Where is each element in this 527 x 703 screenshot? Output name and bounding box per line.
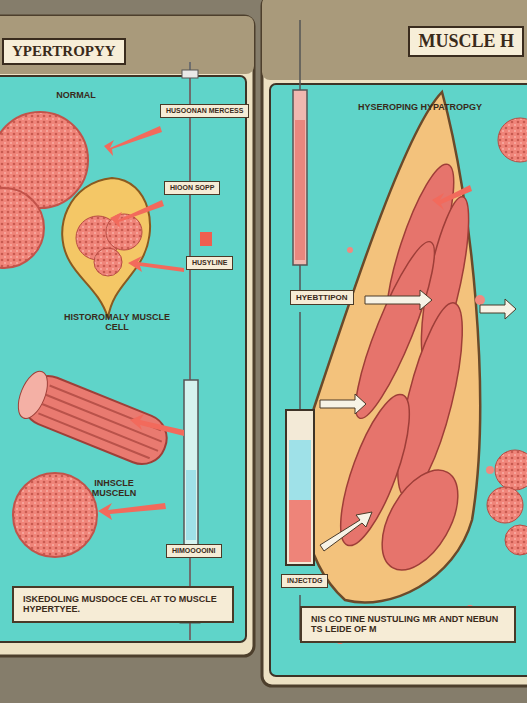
cell-debris bbox=[296, 146, 494, 644]
node-text: HUSOONAN MERCESS bbox=[166, 107, 243, 115]
panel-ground bbox=[270, 84, 527, 676]
syringe bbox=[293, 20, 307, 290]
part-label: NORMAL bbox=[46, 90, 106, 100]
panel-frame bbox=[0, 16, 254, 656]
muscle-cell bbox=[487, 118, 527, 555]
note-box: NIS CO TINE NUSTULING MR ANDT NEBUN TS L… bbox=[300, 606, 516, 643]
panel-header bbox=[262, 0, 527, 80]
part-label: HYSEROPING HYPATROPGY bbox=[355, 102, 485, 112]
node-text: ISKEDOLING MUSDOCE CEL AT TO MUSCLE HYPE… bbox=[23, 594, 223, 615]
muscle-cell bbox=[94, 248, 122, 276]
syringe-label: HUSYLINE bbox=[186, 256, 233, 270]
syringe-label: INJECTDG bbox=[281, 574, 328, 588]
part-label: INHSCLE MUSCELN bbox=[74, 478, 154, 499]
heart-shape bbox=[62, 178, 150, 318]
node-text: INJECTDG bbox=[287, 577, 322, 585]
muscle-cell bbox=[13, 473, 97, 557]
muscle-fiber bbox=[327, 158, 478, 582]
panel-frame bbox=[262, 0, 527, 686]
pointer-arrow bbox=[320, 290, 516, 551]
node-text: HUSYLINE bbox=[192, 259, 227, 267]
node-text: HIOON SOPP bbox=[170, 184, 214, 192]
pointer-arrow bbox=[432, 185, 472, 210]
panel-header bbox=[0, 16, 254, 74]
node-text: MUSCLE H bbox=[418, 31, 514, 52]
node-text: YPERTROPYY bbox=[12, 43, 116, 60]
syringe-label: HIMOOOOINI bbox=[166, 544, 222, 558]
title-banner: YPERTROPYY bbox=[2, 38, 126, 65]
node-text: HIMOOOOINI bbox=[172, 547, 216, 555]
syringe-label: HUSOONAN MERCESS bbox=[160, 104, 249, 118]
part-label: HISTOROMALY MUSCLE CELL bbox=[62, 312, 172, 333]
syringe-label: HYEBTTIPON bbox=[290, 290, 354, 305]
muscle-fiber bbox=[12, 367, 174, 471]
muscle-cell bbox=[0, 188, 44, 268]
node-text: HYEBTTIPON bbox=[296, 293, 348, 302]
node-text: NIS CO TINE NUSTULING MR ANDT NEBUN TS L… bbox=[311, 614, 505, 635]
title-banner: MUSCLE H bbox=[408, 26, 524, 57]
muscle-bundle bbox=[301, 92, 480, 602]
note-box: ISKEDOLING MUSDOCE CEL AT TO MUSCLE HYPE… bbox=[12, 586, 234, 623]
syringe-label: HIOON SOPP bbox=[164, 181, 220, 195]
syringe bbox=[286, 312, 314, 640]
